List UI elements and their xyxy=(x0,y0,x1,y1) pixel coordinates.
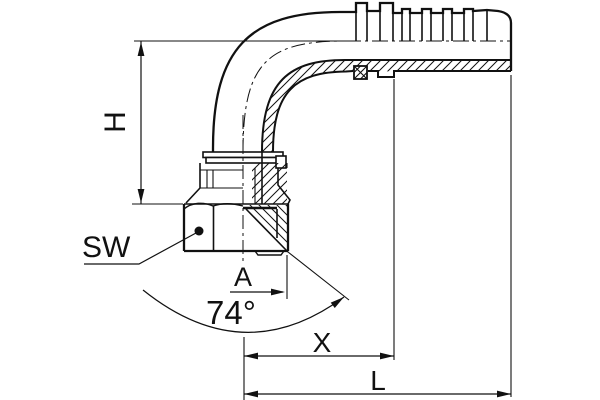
label-height: H xyxy=(99,111,132,133)
arrow-right-icon xyxy=(271,288,285,296)
label-cone-angle: 74° xyxy=(206,294,256,331)
dimension-a xyxy=(230,255,288,299)
cone-angle-leg xyxy=(287,251,350,301)
o-ring-seal xyxy=(353,65,368,80)
arrow-down-icon xyxy=(137,189,145,203)
fitting-body xyxy=(182,1,513,256)
dimension-h xyxy=(132,40,345,205)
label-overall-length: L xyxy=(370,365,386,396)
hose-barb-edges xyxy=(355,3,488,41)
arrow-left-icon xyxy=(244,352,258,360)
elbow-centerline-arc xyxy=(242,40,346,153)
leader-sw xyxy=(84,232,197,265)
angle-arc xyxy=(142,289,345,333)
nut-crown xyxy=(185,152,291,205)
label-dim-a: A xyxy=(234,262,252,292)
angle-74 xyxy=(142,251,350,333)
wrench-flat-dot xyxy=(194,226,204,236)
hex-swivel-nut xyxy=(182,202,290,256)
arrow-right-icon xyxy=(380,352,394,360)
dimension-labels: H SW A 74° X L xyxy=(82,111,386,396)
dimensions xyxy=(84,40,512,400)
dimension-x xyxy=(243,79,395,400)
arrow-right-icon xyxy=(497,390,511,398)
shank-bottom-wall xyxy=(272,70,511,153)
label-wrench-size: SW xyxy=(82,231,131,264)
centerlines xyxy=(242,40,511,263)
dimension-l xyxy=(244,75,512,398)
arrow-left-icon xyxy=(244,390,258,398)
arrow-arc-icon xyxy=(330,297,344,309)
label-dim-x: X xyxy=(313,327,332,358)
elbow-section-hatch xyxy=(262,60,511,152)
arrow-up-icon xyxy=(137,42,145,56)
cone-seat-flank xyxy=(245,208,289,253)
shank-bore-line xyxy=(261,59,511,153)
